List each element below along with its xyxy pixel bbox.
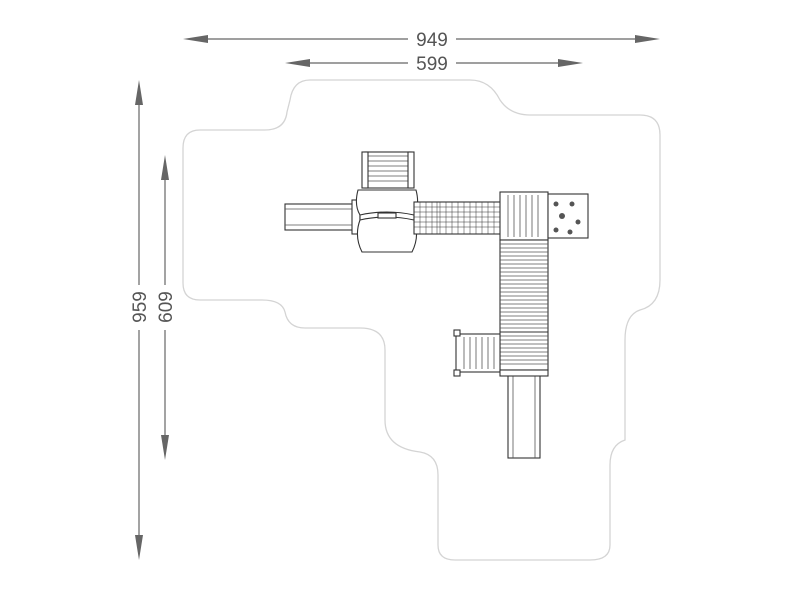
- overall-width-dimension: 949: [183, 30, 660, 51]
- side-ladder: [453, 329, 501, 377]
- overall-width-label: 949: [416, 30, 448, 51]
- top-ladder: [361, 151, 415, 189]
- climbing-hold-icon: [567, 229, 573, 235]
- inner-height-label: 609: [156, 291, 177, 323]
- upper-deck: [499, 191, 549, 241]
- bottom-slide: [499, 369, 549, 459]
- safety-zone-outline: [182, 79, 661, 561]
- climbing-hold-icon: [553, 227, 559, 233]
- inner-width-label: 599: [416, 54, 448, 75]
- climbing-hold-icon: [559, 213, 565, 219]
- mesh-tunnel-bridge: [413, 201, 503, 235]
- climbing-hold-icon: [569, 201, 575, 207]
- inner-height-dimension: 609: [156, 155, 177, 460]
- climbing-wall: [547, 193, 589, 239]
- inner-width-dimension: 599: [285, 54, 583, 75]
- tower-platform: [355, 189, 419, 253]
- overall-height-label: 959: [130, 291, 151, 323]
- climbing-hold-icon: [553, 201, 559, 207]
- climbing-hold-icon: [575, 219, 581, 225]
- overall-height-dimension: 959: [130, 80, 151, 560]
- left-slide: [284, 199, 361, 235]
- vertical-walkway: [499, 239, 549, 371]
